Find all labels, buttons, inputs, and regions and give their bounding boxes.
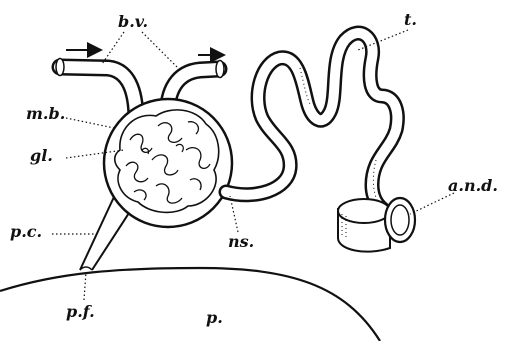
leader-bv-right: [142, 32, 180, 70]
glomerulus: [115, 110, 219, 213]
label-peritoneal-funnel: p.f.: [66, 304, 95, 320]
convoluted-tubule: [226, 33, 397, 214]
label-blood-vessels: b.v.: [118, 14, 148, 30]
label-peritoneal-canal: p.c.: [10, 224, 42, 240]
label-tubule: t.: [404, 12, 417, 28]
leader-pf: [84, 272, 86, 300]
leader-mb: [66, 118, 114, 128]
blood-vessel-left: [56, 59, 136, 121]
label-peritoneum: p.: [206, 310, 223, 326]
label-neck-segment: ns.: [228, 234, 254, 250]
leader-and: [410, 193, 454, 214]
leader-bv-left: [102, 32, 124, 64]
label-malpighian-body: m.b.: [26, 106, 65, 122]
label-glomerulus: gl.: [30, 148, 53, 164]
peritoneum-outline: [0, 268, 380, 341]
duct-cylinder: [338, 198, 415, 252]
label-duct: a.n.d.: [448, 178, 498, 194]
